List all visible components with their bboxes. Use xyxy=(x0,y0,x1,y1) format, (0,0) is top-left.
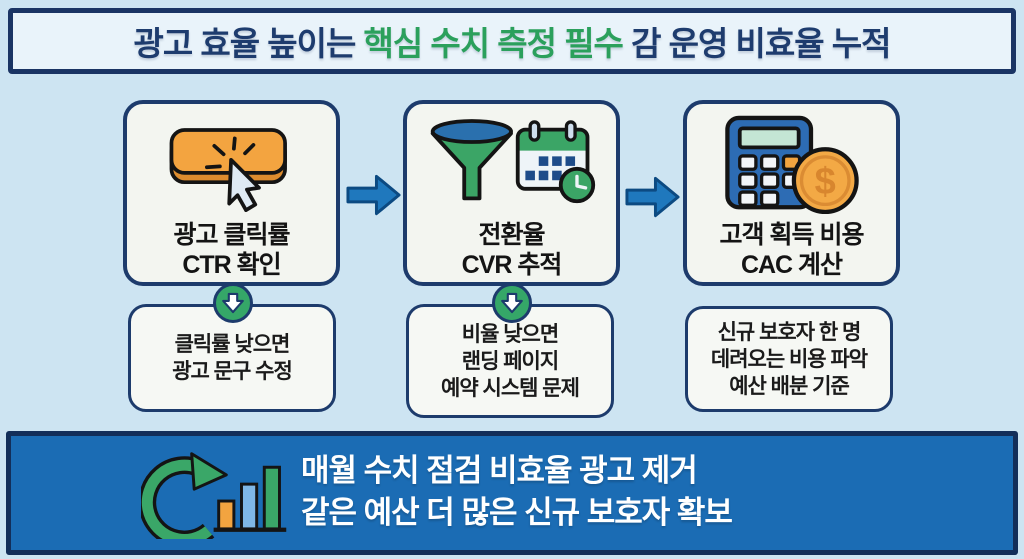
step1-title-line1: 광고 클릭률 xyxy=(173,221,291,249)
title-post: 감 운영 비효율 누적 xyxy=(622,25,891,62)
note-box-ctr: 클릭률 낮으면 광고 문구 수정 xyxy=(128,304,336,412)
step3-title-line2: CAC 계산 xyxy=(740,251,843,279)
step2-note-line1: 비율 낮으면 xyxy=(461,322,559,346)
note-box-cac: 신규 보호자 한 명 데려오는 비용 파악 예산 배분 기준 xyxy=(685,306,893,412)
footer-text: 매월 수치 점검 비효율 광고 제거 같은 예산 더 많은 신규 보호자 확보 xyxy=(301,450,733,534)
down-arrow-icon xyxy=(213,283,253,323)
step3-title-line1: 고객 획득 비용 xyxy=(719,221,865,249)
header-banner: 광고 효율 높이는 핵심 수치 측정 필수 감 운영 비효율 누적 xyxy=(8,8,1016,74)
footer-banner: 매월 수치 점검 비효율 광고 제거 같은 예산 더 많은 신규 보호자 확보 xyxy=(6,431,1018,555)
step2-title-line2: CVR 추적 xyxy=(461,251,563,279)
title-pre: 광고 효율 높이는 xyxy=(133,25,364,62)
footer-line2: 같은 예산 더 많은 신규 보호자 확보 xyxy=(301,495,733,530)
calculator-coin-icon: $ xyxy=(716,110,868,218)
note-box-cvr: 비율 낮으면 랜딩 페이지 예약 시스템 문제 xyxy=(406,304,614,418)
step-title-cac: 고객 획득 비용 CAC 계산 xyxy=(719,220,865,280)
footer-line1: 매월 수치 점검 비효율 광고 제거 xyxy=(301,453,698,488)
step1-title-line2: CTR 확인 xyxy=(182,251,281,279)
step2-note-line3: 예약 시스템 문제 xyxy=(441,376,580,400)
step1-note-line2: 광고 문구 수정 xyxy=(172,360,293,383)
step-card-cac: $ 고객 획득 비용 CAC 계산 xyxy=(683,100,900,286)
page-title: 광고 효율 높이는 핵심 수치 측정 필수 감 운영 비효율 누적 xyxy=(133,17,892,65)
step2-note-line2: 랜딩 페이지 xyxy=(461,349,559,373)
step-title-cvr: 전환율 CVR 추적 xyxy=(461,220,563,280)
down-arrow-icon xyxy=(492,283,532,323)
step3-note-line3: 예산 배분 기준 xyxy=(729,374,850,398)
step-card-ctr: 광고 클릭률 CTR 확인 xyxy=(123,100,340,286)
svg-text:$: $ xyxy=(814,161,835,203)
flow-arrow-right-icon xyxy=(345,171,402,224)
growth-cycle-chart-icon xyxy=(138,447,293,549)
step3-note-line2: 데려오는 비용 파악 xyxy=(710,347,868,371)
flow-arrow-right-icon xyxy=(624,173,681,226)
step-card-cvr: 전환율 CVR 추적 xyxy=(403,100,620,286)
step-title-ctr: 광고 클릭률 CTR 확인 xyxy=(173,220,291,280)
title-highlight: 핵심 수치 측정 필수 xyxy=(363,25,624,62)
ad-click-icon xyxy=(162,110,302,218)
step2-title-line1: 전환율 xyxy=(478,221,545,249)
step1-note-line1: 클릭률 낮으면 xyxy=(174,333,291,356)
funnel-calendar-icon xyxy=(426,110,598,218)
step3-note-line1: 신규 보호자 한 명 xyxy=(717,320,862,344)
